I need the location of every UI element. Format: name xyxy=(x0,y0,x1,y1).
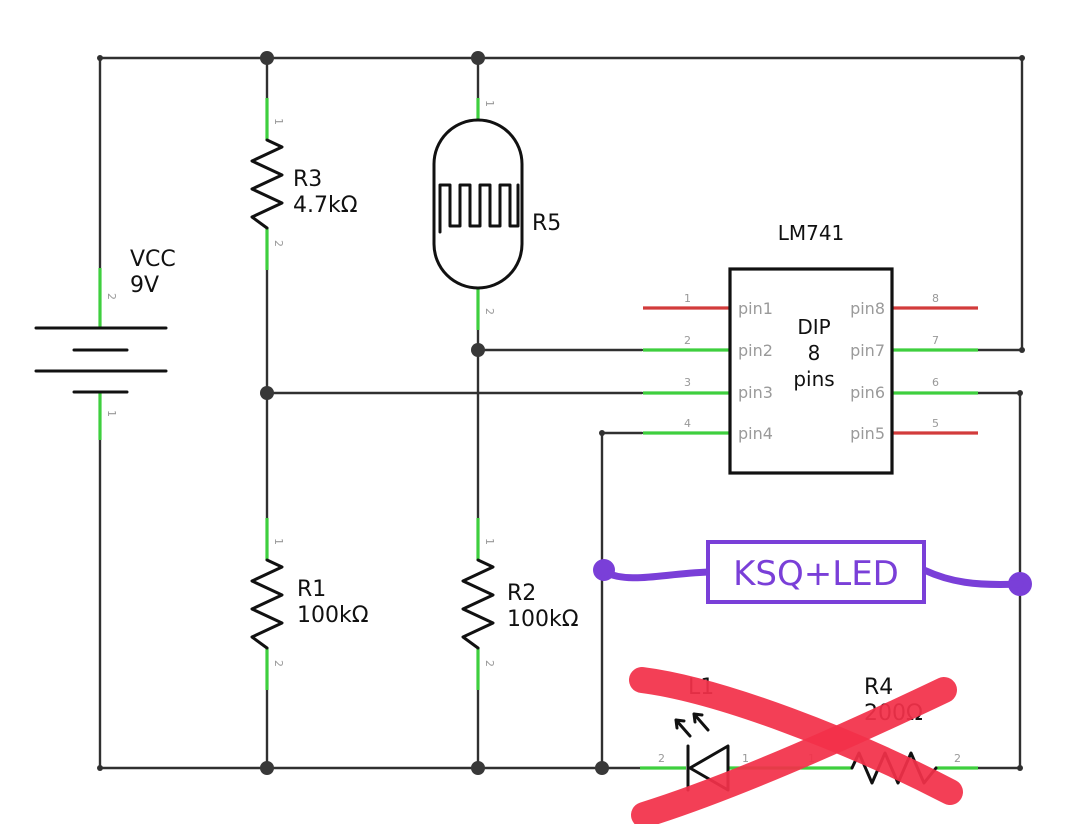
wire-endpoint xyxy=(1019,55,1025,61)
r1-value-label: 100kΩ xyxy=(297,603,369,628)
pin-number: 4 xyxy=(684,417,691,430)
pin-number: 1 xyxy=(742,752,749,765)
junction-dot xyxy=(260,761,274,775)
pin-number: 5 xyxy=(932,417,939,430)
photoresistor-r5[interactable]: 1 2 R5 xyxy=(432,98,561,330)
led-emission-arrow-icon xyxy=(692,712,710,732)
ic-body-text: DIP xyxy=(797,315,830,339)
ksq-led-annotation: KSQ+LED xyxy=(593,540,1032,604)
resistor-r2[interactable]: 1 2 R2 100kΩ xyxy=(461,518,579,690)
ldr-meander xyxy=(438,183,520,234)
junctions xyxy=(97,51,1025,775)
wire-endpoint xyxy=(599,430,605,436)
vcc-value-label: 9V xyxy=(130,273,159,298)
junction-dot xyxy=(471,761,485,775)
resistor-zigzag xyxy=(250,138,284,230)
wire-endpoint xyxy=(1017,390,1023,396)
led-emission-arrow-icon xyxy=(674,718,692,738)
wire-endpoint xyxy=(97,765,103,771)
pin-number: 3 xyxy=(684,376,691,389)
pin-name: pin1 xyxy=(738,299,773,318)
annotation-box xyxy=(706,540,926,604)
pin-number: 2 xyxy=(272,660,285,667)
cross-stroke xyxy=(631,677,957,824)
junction-dot xyxy=(471,51,485,65)
pin-name: pin3 xyxy=(738,383,773,402)
pin-number: 1 xyxy=(272,118,285,125)
r5-name-label: R5 xyxy=(532,211,561,236)
r3-value-label: 4.7kΩ xyxy=(293,193,358,218)
pin-number: 2 xyxy=(684,334,691,347)
pin-number: 2 xyxy=(483,308,496,315)
pin-number: 2 xyxy=(954,752,961,765)
pin-name: pin6 xyxy=(850,383,885,402)
pin-number: 8 xyxy=(932,292,939,305)
ic-title: LM741 xyxy=(778,221,845,245)
ic-lm741[interactable]: LM741 DIP 8 pins 1 2 3 4 8 7 6 5 pin1 pi… xyxy=(643,221,978,475)
junction-dot xyxy=(260,51,274,65)
wire-right-top xyxy=(976,56,1024,352)
ldr-body xyxy=(432,118,524,290)
pin-number: 7 xyxy=(932,334,939,347)
pin-number: 1 xyxy=(483,100,496,107)
resistor-zigzag xyxy=(461,558,495,650)
ic-body xyxy=(728,267,894,475)
r4-name-label: R4 xyxy=(864,675,893,700)
pin-number: 2 xyxy=(658,752,665,765)
junction-dot xyxy=(471,343,485,357)
battery-vcc[interactable]: 2 1 VCC 9V xyxy=(34,247,176,440)
pin-name: pin2 xyxy=(738,341,773,360)
wire-endpoint xyxy=(1017,765,1023,771)
pin-number: 1 xyxy=(684,292,691,305)
pin-number: 6 xyxy=(932,376,939,389)
vcc-name-label: VCC xyxy=(130,247,176,272)
ic-body-text: pins xyxy=(793,367,834,391)
pin-number: 2 xyxy=(105,293,118,300)
pin-number: 2 xyxy=(272,240,285,247)
resistor-r1[interactable]: 1 2 R1 100kΩ xyxy=(250,518,369,690)
r3-name-label: R3 xyxy=(293,167,322,192)
pin-number: 1 xyxy=(105,410,118,417)
pin-name: pin7 xyxy=(850,341,885,360)
wire-pin4-down xyxy=(600,431,644,770)
r2-value-label: 100kΩ xyxy=(507,607,579,632)
pin-number: 2 xyxy=(483,660,496,667)
pin-name: pin8 xyxy=(850,299,885,318)
pin-number: 1 xyxy=(483,538,496,545)
cross-stroke xyxy=(629,667,963,805)
junction-dot xyxy=(260,386,274,400)
junction-dot xyxy=(595,761,609,775)
pin-name: pin5 xyxy=(850,424,885,443)
annotation-wire xyxy=(600,568,712,582)
resistor-zigzag xyxy=(250,558,284,650)
wire-endpoint xyxy=(1019,347,1025,353)
r2-name-label: R2 xyxy=(507,581,536,606)
ic-body-text: 8 xyxy=(808,341,821,365)
annotation-label: KSQ+LED xyxy=(733,554,899,594)
pin-name: pin4 xyxy=(738,424,773,443)
r1-name-label: R1 xyxy=(297,577,326,602)
wire-endpoint xyxy=(97,55,103,61)
annotation-wire xyxy=(920,566,1024,588)
cross-out-mark xyxy=(629,667,963,824)
pin-number: 1 xyxy=(272,538,285,545)
resistor-r3[interactable]: 1 2 R3 4.7kΩ xyxy=(250,98,358,270)
